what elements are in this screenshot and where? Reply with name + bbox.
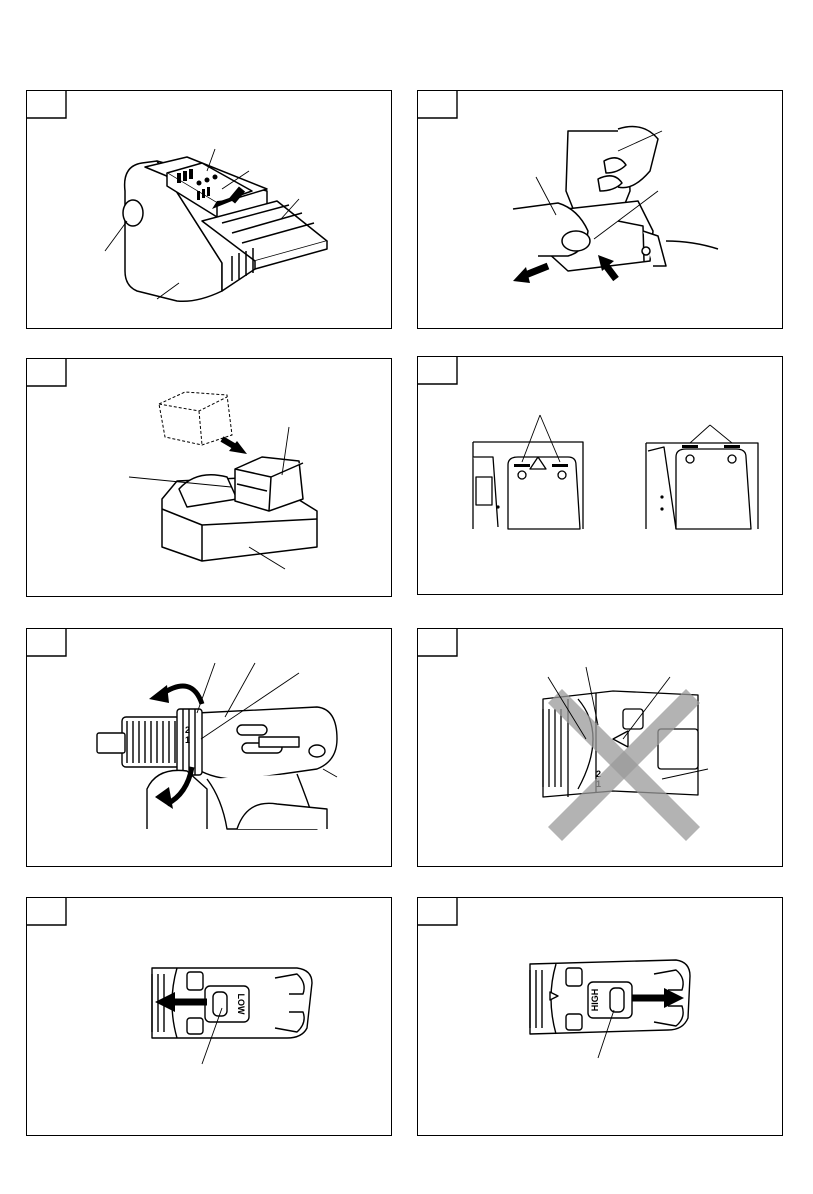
alignment-illustration <box>418 357 784 596</box>
battery-illustration <box>27 91 393 330</box>
figure-5-clutch-ring: 2 1 <box>26 628 392 867</box>
switch-label-low: LOW <box>236 994 246 1015</box>
figure-6-incorrect-setting: 2 1 <box>417 628 783 867</box>
figure-2-battery-removal <box>417 90 783 329</box>
switch-label-high: HIGH <box>590 989 600 1012</box>
figure-1-battery <box>26 90 392 329</box>
figure-3-charger <box>26 358 392 597</box>
figure-8-speed-high: HIGH <box>417 897 783 1136</box>
clutch-rotation-illustration: 2 1 <box>27 629 393 868</box>
charger-illustration <box>27 359 393 598</box>
figure-7-speed-low: LOW <box>26 897 392 1136</box>
low-switch-illustration: LOW <box>27 898 393 1137</box>
clutch-number-1: 1 <box>185 735 190 745</box>
figure-4-alignment <box>417 356 783 595</box>
high-switch-illustration: HIGH <box>418 898 784 1137</box>
clutch-number-2: 2 <box>185 725 190 735</box>
grip-removal-illustration <box>418 91 784 330</box>
incorrect-setting-illustration: 2 1 <box>418 629 784 868</box>
